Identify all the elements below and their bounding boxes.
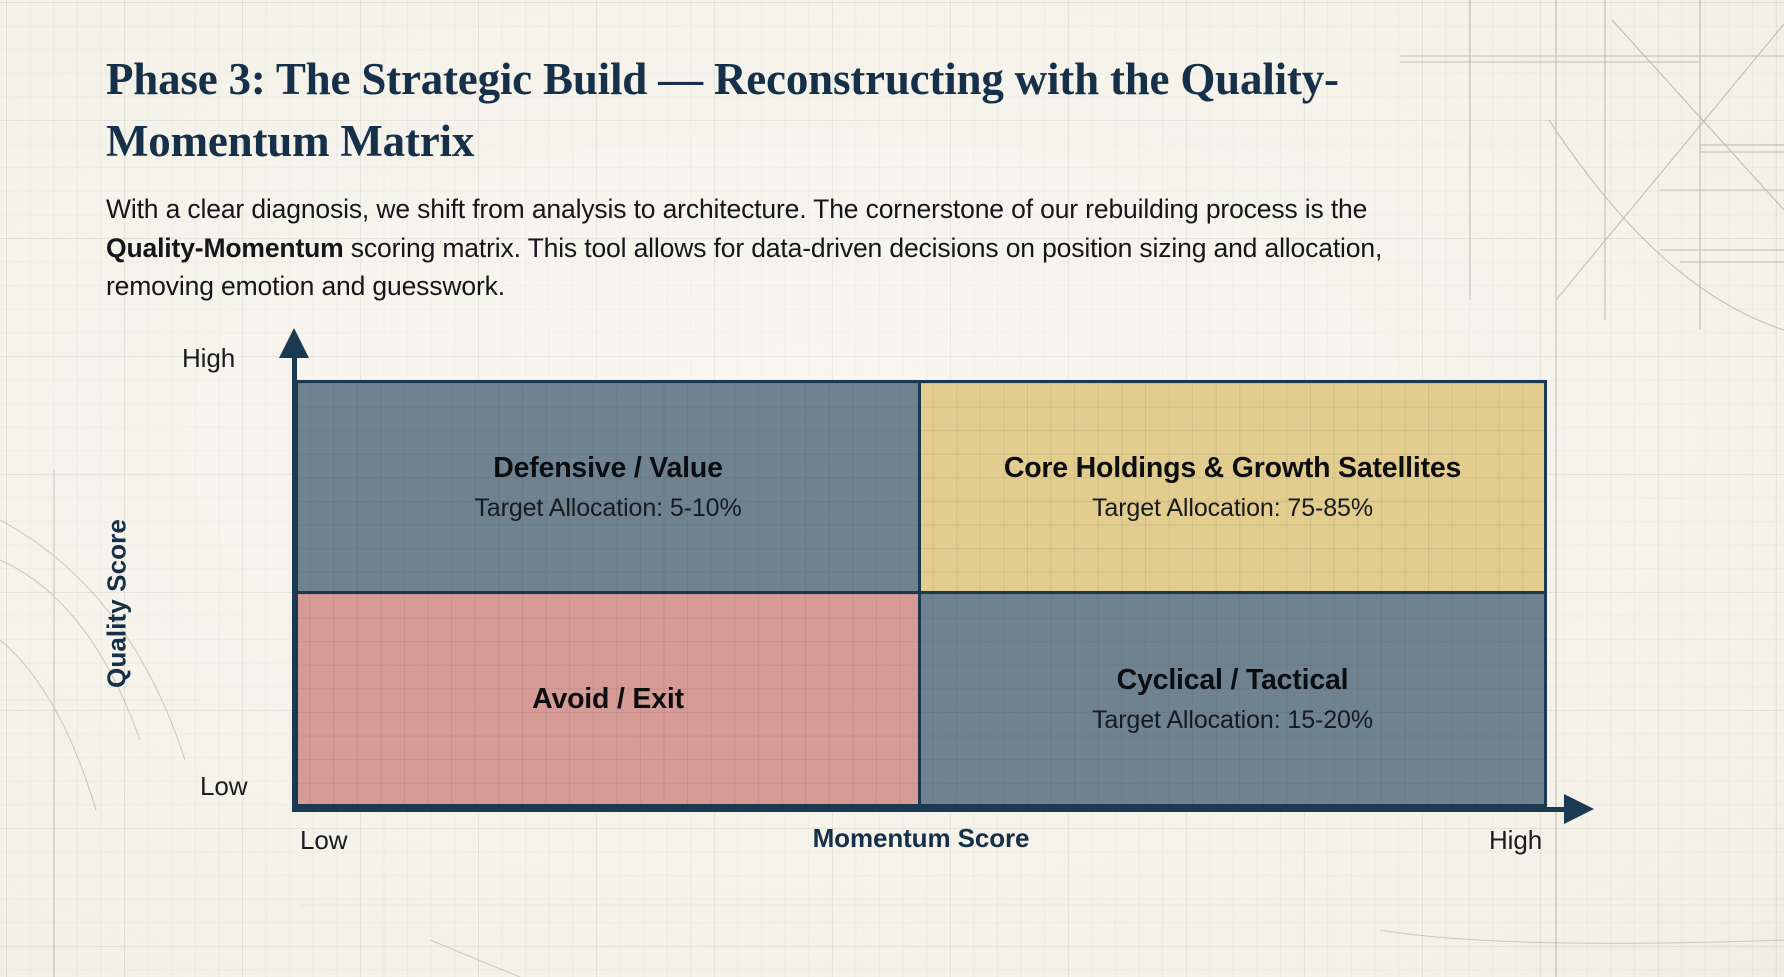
quality-momentum-matrix: Defensive / Value Target Allocation: 5-1… (0, 328, 1784, 910)
x-axis-arrow-icon (1564, 794, 1594, 824)
page-title: Phase 3: The Strategic Build — Reconstru… (106, 54, 1339, 167)
x-axis-label: Momentum Score (812, 823, 1030, 853)
quadrant-title: Cyclical / Tactical (1116, 663, 1349, 696)
quadrant-defensive-value[interactable]: Defensive / Value Target Allocation: 5-1… (298, 383, 921, 594)
x-axis-tick-high: High (1489, 825, 1543, 855)
y-axis-tick-low: Low (200, 771, 248, 801)
matrix-quadrant-grid: Defensive / Value Target Allocation: 5-1… (295, 380, 1547, 807)
quadrant-title: Defensive / Value (493, 451, 723, 484)
intro-text-part-2: scoring matrix. This tool allows for dat… (106, 232, 1383, 302)
quadrant-allocation: Target Allocation: 15-20% (1091, 705, 1373, 734)
quadrant-title: Avoid / Exit (532, 682, 684, 715)
quadrant-core-holdings[interactable]: Core Holdings & Growth Satellites Target… (921, 383, 1544, 594)
intro-paragraph: With a clear diagnosis, we shift from an… (106, 190, 1406, 306)
quadrant-allocation: Target Allocation: 75-85% (1091, 493, 1373, 522)
quadrant-allocation: Target Allocation: 5-10% (474, 493, 742, 522)
y-axis-tick-high: High (182, 343, 236, 373)
y-axis-line (292, 352, 297, 812)
intro-text-part-1: With a clear diagnosis, we shift from an… (106, 194, 1368, 224)
y-axis-label: Quality Score (101, 519, 132, 688)
x-axis-tick-low: Low (300, 825, 348, 855)
x-axis-line (292, 807, 1572, 812)
intro-emphasis: Quality-Momentum (106, 232, 344, 263)
quadrant-cyclical-tactical[interactable]: Cyclical / Tactical Target Allocation: 1… (921, 593, 1544, 804)
y-axis-arrow-icon (279, 328, 309, 358)
quadrant-title: Core Holdings & Growth Satellites (1003, 451, 1462, 484)
quadrant-avoid-exit[interactable]: Avoid / Exit (298, 593, 921, 804)
